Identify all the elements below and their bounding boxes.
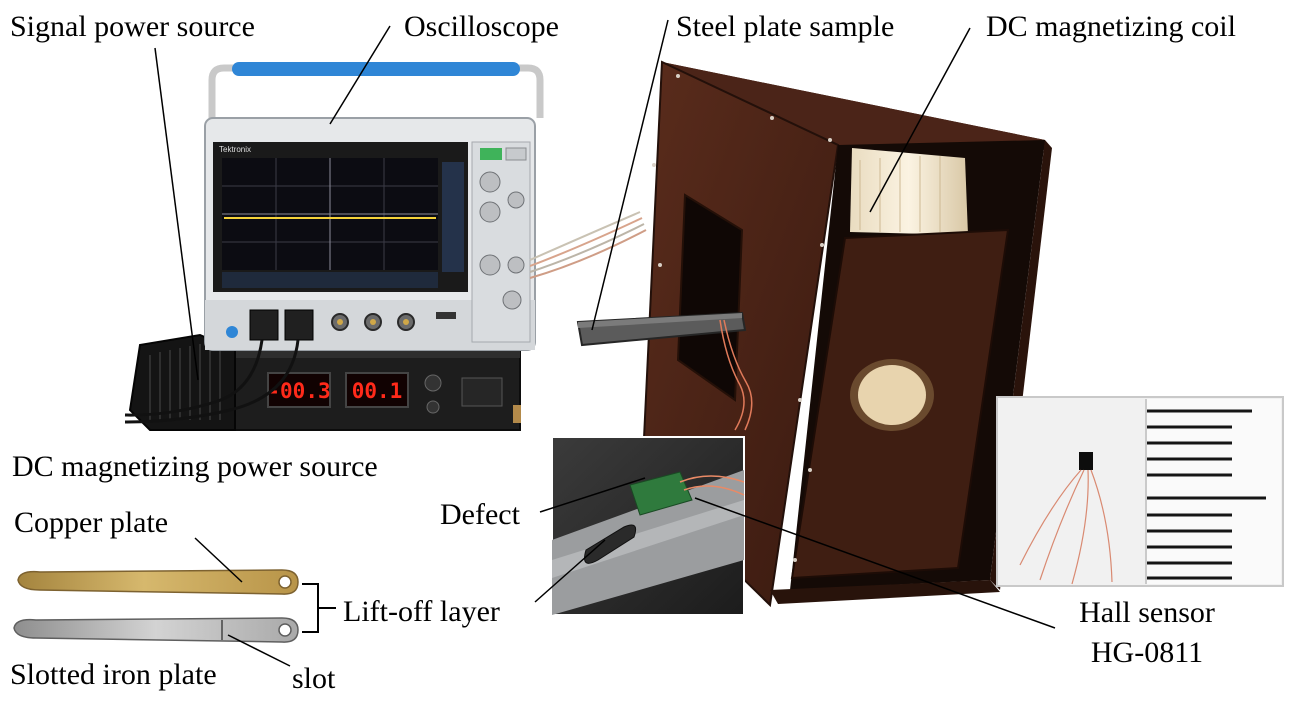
power-display-left <box>267 372 331 408</box>
slotted-iron-plate <box>13 617 299 643</box>
label-oscilloscope: Oscilloscope <box>404 10 559 43</box>
label-signal-power-source: Signal power source <box>10 10 255 43</box>
dc-power-source: -00.3 00.1 <box>229 349 521 431</box>
label-slotted-iron-plate: Slotted iron plate <box>10 658 217 691</box>
hall-sensor-pcb <box>629 471 693 516</box>
label-defect: Defect <box>440 498 520 531</box>
power-button-icon <box>226 326 238 338</box>
scope-knob-icon <box>507 256 525 274</box>
cable-bundle <box>529 211 647 279</box>
label-hall-sensor-model: HG-0811 <box>1090 636 1204 669</box>
scope-knob-icon <box>479 171 501 193</box>
oscilloscope: Tektronix <box>124 62 544 424</box>
hall-sensor-chip <box>1079 452 1093 470</box>
label-dc-magnetizing-power-source: DC magnetizing power source <box>12 450 378 483</box>
scope-handle <box>232 62 520 76</box>
scope-knob-icon <box>507 191 525 209</box>
power-switch-icon <box>461 377 503 407</box>
ruler-ticks <box>1147 409 1266 580</box>
oscilloscope-brand: Tektronix <box>219 145 251 154</box>
scope-button-icon <box>505 147 527 161</box>
dc-magnetizing-coil-box <box>640 60 1052 608</box>
label-dc-magnetizing-coil: DC magnetizing coil <box>986 10 1236 43</box>
copper-plate <box>17 569 299 595</box>
leader-lines <box>154 19 1056 667</box>
lift-off-bracket <box>302 583 319 633</box>
steel-plate-sample <box>576 311 753 431</box>
defect-inset <box>551 436 745 616</box>
signal-power-source <box>128 333 236 431</box>
power-knob-icon <box>426 400 440 414</box>
scope-button-icon <box>480 148 502 160</box>
label-hall-sensor: Hall sensor <box>1079 596 1215 629</box>
label-slot: slot <box>292 662 336 695</box>
power-display-right-value: 00.1 <box>352 379 403 403</box>
label-copper-plate: Copper plate <box>14 506 169 539</box>
label-lift-off-layer: Lift-off layer <box>343 595 500 628</box>
power-display-left-value: -00.3 <box>267 379 330 403</box>
scope-knob-icon <box>502 290 522 310</box>
defect-slot <box>584 524 637 564</box>
power-display-right <box>345 372 409 408</box>
hall-sensor-inset <box>996 396 1284 587</box>
scope-knob-icon <box>479 201 501 223</box>
power-knob-icon <box>424 374 442 392</box>
label-steel-plate-sample: Steel plate sample <box>676 10 895 43</box>
scope-knob-icon <box>479 254 501 276</box>
